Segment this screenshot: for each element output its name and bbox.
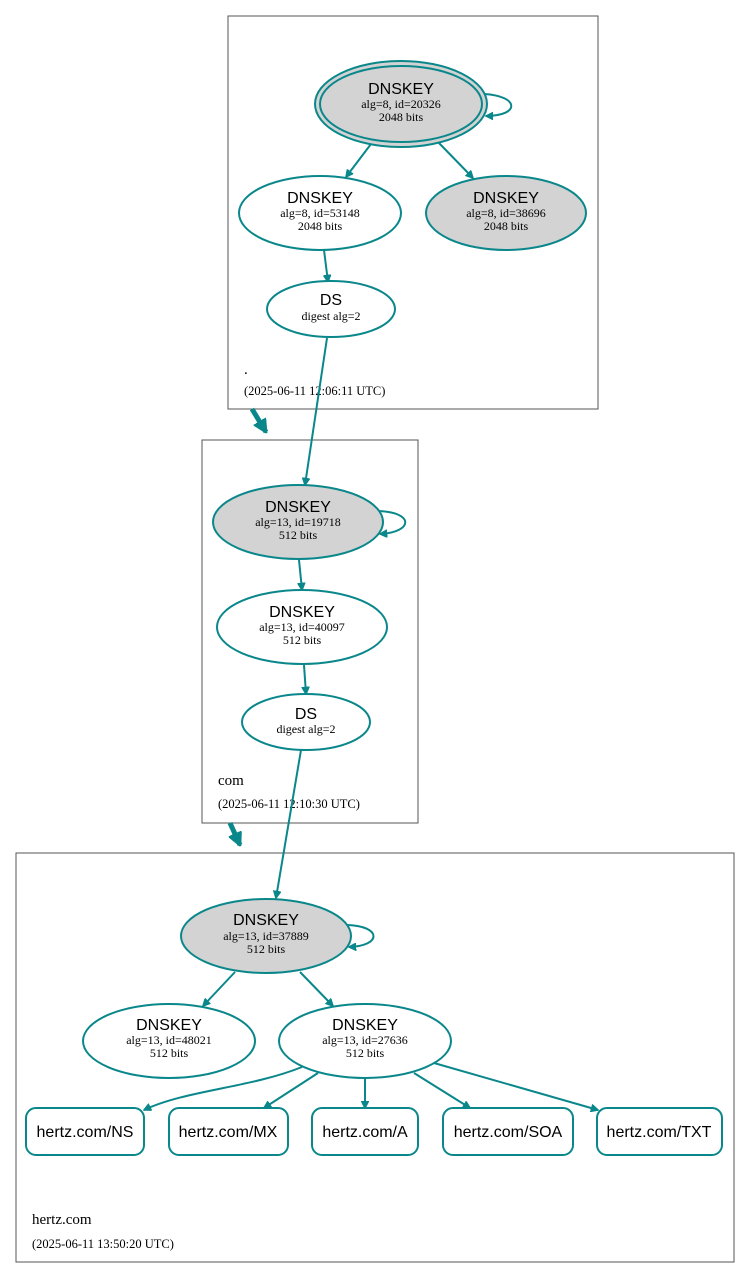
node-params: alg=13, id=27636 — [322, 1033, 408, 1047]
node-title: DNSKEY — [332, 1017, 398, 1034]
edge-self-hertz-ksk — [346, 924, 375, 947]
edge-zsk-ns — [144, 1066, 303, 1110]
node-params: alg=13, id=40097 — [259, 620, 345, 634]
edge-root-ksk-standby — [437, 141, 473, 178]
node-params: alg=8, id=53148 — [280, 206, 360, 220]
node-size: 512 bits — [150, 1046, 189, 1060]
zone-hertz-timestamp: (2025-06-11 13:50:20 UTC) — [32, 1237, 174, 1251]
edge-root-ds-com-ksk — [305, 337, 328, 485]
node-size: 512 bits — [283, 633, 322, 647]
edge-hertz-ksk-zsk — [299, 971, 333, 1006]
node-size: 2048 bits — [379, 110, 424, 124]
edge-com-zsk-ds — [304, 664, 306, 694]
node-size: 512 bits — [279, 528, 318, 542]
node-hertz-ksk[interactable]: DNSKEY alg=13, id=37889 512 bits — [180, 898, 352, 974]
edge-root-ksk-zsk — [346, 143, 372, 177]
edge-root-zsk-ds — [323, 249, 328, 282]
node-params: alg=13, id=48021 — [126, 1033, 212, 1047]
delegation-arrow-root-com — [249, 407, 269, 432]
zone-com-timestamp: (2025-06-11 12:10:30 UTC) — [218, 797, 360, 811]
edge-zsk-txt — [433, 1062, 598, 1110]
node-params: digest alg=2 — [276, 722, 335, 736]
edge-com-ksk-zsk — [299, 559, 302, 590]
zone-com-name: com — [218, 773, 244, 789]
rrset-mx[interactable]: hertz.com/MX — [168, 1107, 289, 1156]
node-title: DS — [320, 292, 342, 309]
rrset-soa[interactable]: hertz.com/SOA — [442, 1107, 574, 1156]
rrset-label: hertz.com/MX — [179, 1124, 278, 1141]
rrset-label: hertz.com/A — [322, 1124, 408, 1141]
node-size: 512 bits — [247, 942, 286, 956]
zone-hertz-name: hertz.com — [32, 1212, 92, 1228]
node-title: DNSKEY — [265, 499, 331, 516]
rrset-a[interactable]: hertz.com/A — [311, 1107, 419, 1156]
node-title: DNSKEY — [473, 190, 539, 207]
node-title: DNSKEY — [269, 604, 335, 621]
node-title: DNSKEY — [233, 912, 299, 929]
node-com-zsk[interactable]: DNSKEY alg=13, id=40097 512 bits — [216, 589, 388, 665]
trust-anchor-inner — [319, 65, 483, 143]
node-params: alg=8, id=38696 — [466, 206, 546, 220]
rrset-label: hertz.com/NS — [37, 1124, 134, 1141]
rrset-ns[interactable]: hertz.com/NS — [25, 1107, 145, 1156]
rrset-label: hertz.com/TXT — [607, 1124, 712, 1141]
node-hertz-key-48021[interactable]: DNSKEY alg=13, id=48021 512 bits — [82, 1003, 256, 1079]
node-root-ds[interactable]: DS digest alg=2 — [266, 280, 396, 338]
node-com-ksk[interactable]: DNSKEY alg=13, id=19718 512 bits — [212, 484, 384, 560]
node-hertz-zsk[interactable]: DNSKEY alg=13, id=27636 512 bits — [278, 1003, 452, 1079]
edge-self-root-ksk — [483, 93, 513, 116]
edge-self-com-ksk — [377, 510, 407, 534]
node-params: alg=13, id=19718 — [255, 515, 341, 529]
node-title: DS — [295, 706, 317, 723]
node-params: alg=13, id=37889 — [223, 929, 309, 943]
delegation-arrow-com-hertz — [227, 821, 243, 845]
edge-hertz-ksk-key2 — [203, 971, 236, 1006]
node-root-trust-anchor[interactable]: DNSKEY alg=8, id=20326 2048 bits — [314, 60, 488, 148]
edge-zsk-soa — [413, 1072, 470, 1108]
node-title: DNSKEY — [287, 190, 353, 207]
node-size: 512 bits — [346, 1046, 385, 1060]
edge-zsk-mx — [264, 1072, 319, 1108]
node-size: 2048 bits — [298, 219, 343, 233]
edge-com-ds-hertz-ksk — [276, 749, 302, 898]
node-com-ds[interactable]: DS digest alg=2 — [241, 693, 371, 751]
zone-root-timestamp: (2025-06-11 12:06:11 UTC) — [244, 384, 385, 398]
node-params: digest alg=2 — [301, 309, 360, 323]
node-size: 2048 bits — [484, 219, 529, 233]
node-title: DNSKEY — [368, 81, 434, 98]
rrset-label: hertz.com/SOA — [454, 1124, 563, 1141]
node-title: DNSKEY — [136, 1017, 202, 1034]
node-root-standby-key[interactable]: DNSKEY alg=8, id=38696 2048 bits — [425, 175, 587, 251]
zone-root-name: . — [244, 362, 248, 378]
node-root-zsk[interactable]: DNSKEY alg=8, id=53148 2048 bits — [238, 175, 402, 251]
rrset-txt[interactable]: hertz.com/TXT — [596, 1107, 723, 1156]
node-params: alg=8, id=20326 — [361, 97, 441, 111]
